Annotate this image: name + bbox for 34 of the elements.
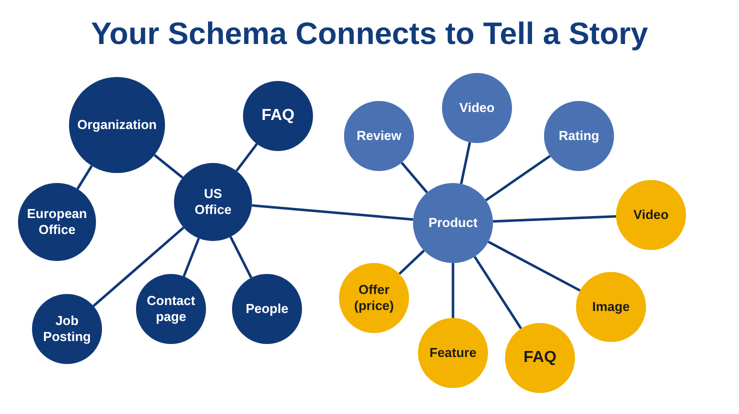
node-label: Video: [459, 100, 495, 116]
node-label: Product: [428, 214, 478, 232]
node-label: FAQ: [524, 348, 556, 368]
node-label: Image: [592, 298, 630, 316]
connector-line: [485, 154, 551, 202]
connector-line: [400, 162, 428, 194]
node-label: Contact page: [146, 292, 196, 326]
node-label: Feature: [430, 344, 476, 362]
node-label: FAQ: [262, 106, 294, 126]
node-label: US Office: [194, 186, 232, 218]
node-label: Organization: [77, 116, 157, 134]
connector-line: [460, 142, 472, 184]
connector-line: [154, 154, 184, 179]
connector-line: [488, 240, 581, 292]
node-label: Review: [356, 128, 402, 144]
connector-line: [492, 215, 616, 223]
node-label: Job Posting: [42, 312, 92, 346]
connector-line: [452, 263, 454, 318]
connector-line: [398, 250, 425, 275]
circle-node: [174, 163, 252, 241]
connector-line: [252, 204, 414, 221]
circle-node: [413, 183, 493, 263]
node-label: Offer (price): [353, 282, 395, 314]
node-label: Rating: [558, 128, 600, 144]
connector-line: [76, 165, 93, 190]
node-label: European Office: [26, 206, 88, 238]
connector-line: [474, 256, 522, 330]
connector-line: [236, 143, 258, 172]
node-label: Video: [633, 206, 669, 224]
title: Your Schema Connects to Tell a Story: [91, 16, 648, 52]
connector-line: [182, 238, 200, 277]
node-label: People: [246, 300, 288, 318]
connector-line: [229, 236, 252, 278]
connector-line: [92, 226, 184, 307]
